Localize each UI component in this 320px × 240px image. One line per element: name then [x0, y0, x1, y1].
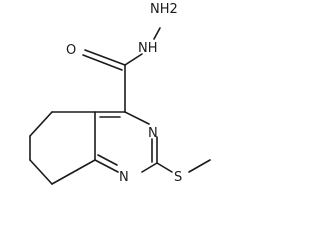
atom-n3: N	[148, 126, 158, 141]
bond-carbonyl-o-1	[84, 49, 126, 66]
bond-c2-n1	[141, 162, 158, 173]
bond-nh2-nh	[153, 27, 161, 40]
atom-o: O	[66, 43, 76, 58]
atom-s: S	[174, 170, 182, 185]
atom-nh2: NH2	[150, 2, 178, 17]
bond-nh-carbonyl	[124, 53, 143, 66]
bond-c2-s	[156, 162, 173, 173]
bond-n1-c8a-1	[94, 159, 119, 173]
bond-n1-c8a-2	[97, 154, 118, 166]
bond-c7-c8	[29, 159, 53, 185]
structure-diagram: NH2 NH O N N S	[29, 2, 211, 185]
bond-carbonyl-o-2	[82, 54, 123, 71]
bonds	[29, 27, 211, 185]
bond-s-methyl	[188, 159, 211, 173]
bond-c8-c8a	[51, 159, 96, 185]
atom-nh: NH	[138, 41, 158, 56]
atom-n1: N	[119, 170, 129, 185]
atom-labels: NH2 NH O N N S	[66, 2, 182, 185]
bond-c5-c6	[29, 111, 53, 137]
bond-c4-n3	[124, 111, 150, 125]
